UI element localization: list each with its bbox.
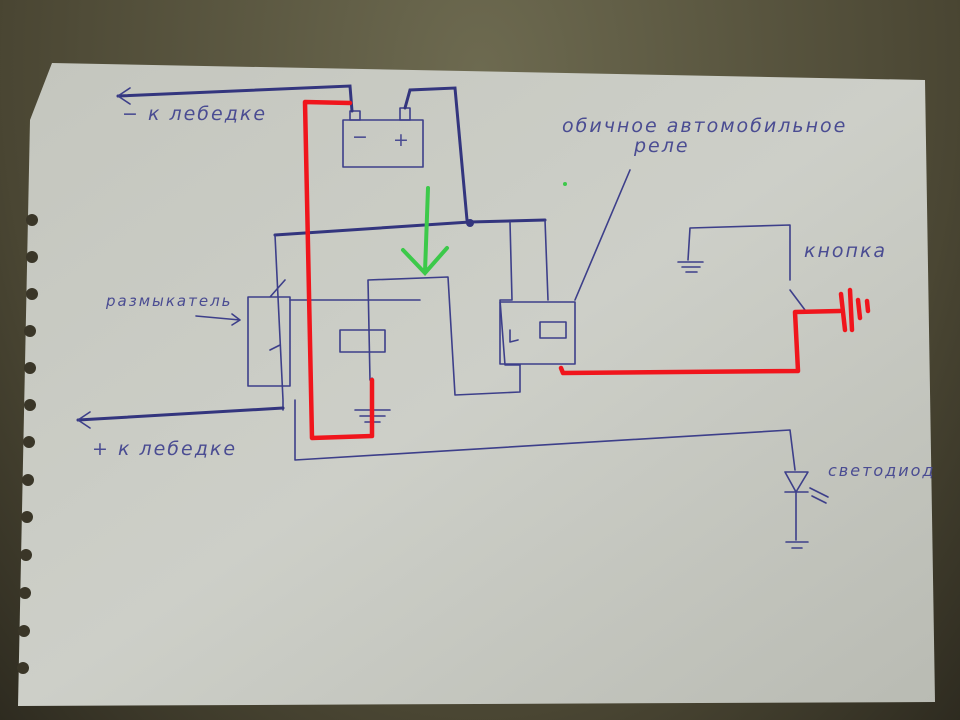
battery-plus-label: +	[393, 129, 411, 151]
plus-to-winch-label: + к лебедке	[92, 438, 237, 460]
battery: − +	[342, 107, 424, 168]
highlighted-circuit-path	[302, 99, 375, 441]
breaker-label: размыкатель	[105, 292, 233, 310]
binder-holes	[17, 214, 38, 674]
highlighted-button-path	[558, 308, 843, 376]
led-label: светодиод	[828, 461, 936, 480]
ground-symbol-red	[838, 287, 871, 333]
button-label: кнопка	[804, 240, 887, 262]
paper-sheet	[18, 63, 935, 706]
relay-label-line1: обичное автомобильное	[562, 115, 847, 137]
battery-minus-label: −	[352, 126, 370, 148]
minus-to-winch-label: − к лебедке	[122, 103, 267, 125]
relay-label-line2: реле	[633, 135, 690, 157]
wires	[76, 84, 829, 549]
green-arrow-icon	[401, 186, 449, 276]
